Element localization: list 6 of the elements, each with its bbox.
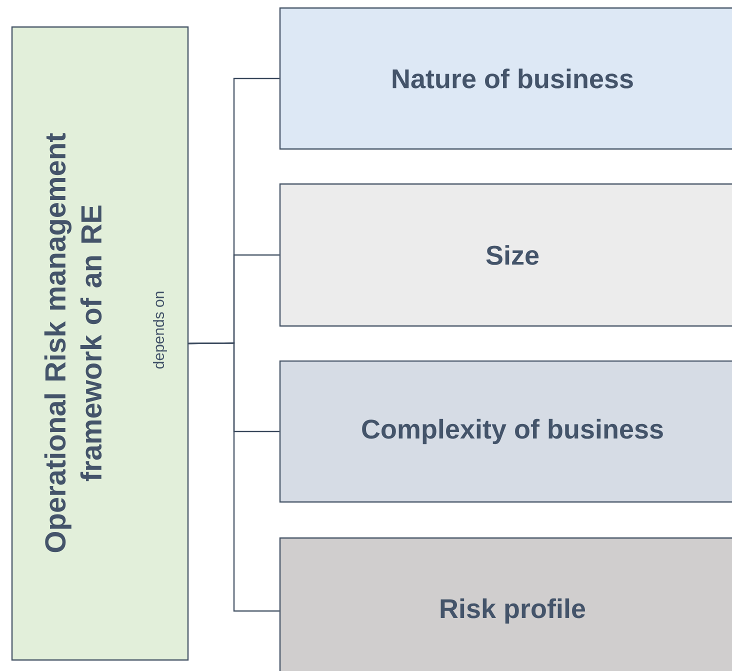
title-box: Operational Risk management framework of an RE depends on [11, 26, 189, 661]
factor-box: Size [279, 183, 732, 327]
connector-line [188, 342, 280, 612]
factor-box: Complexity of business [279, 360, 732, 503]
factor-box: Risk profile [279, 537, 732, 671]
factor-box: Nature of business [279, 7, 732, 150]
